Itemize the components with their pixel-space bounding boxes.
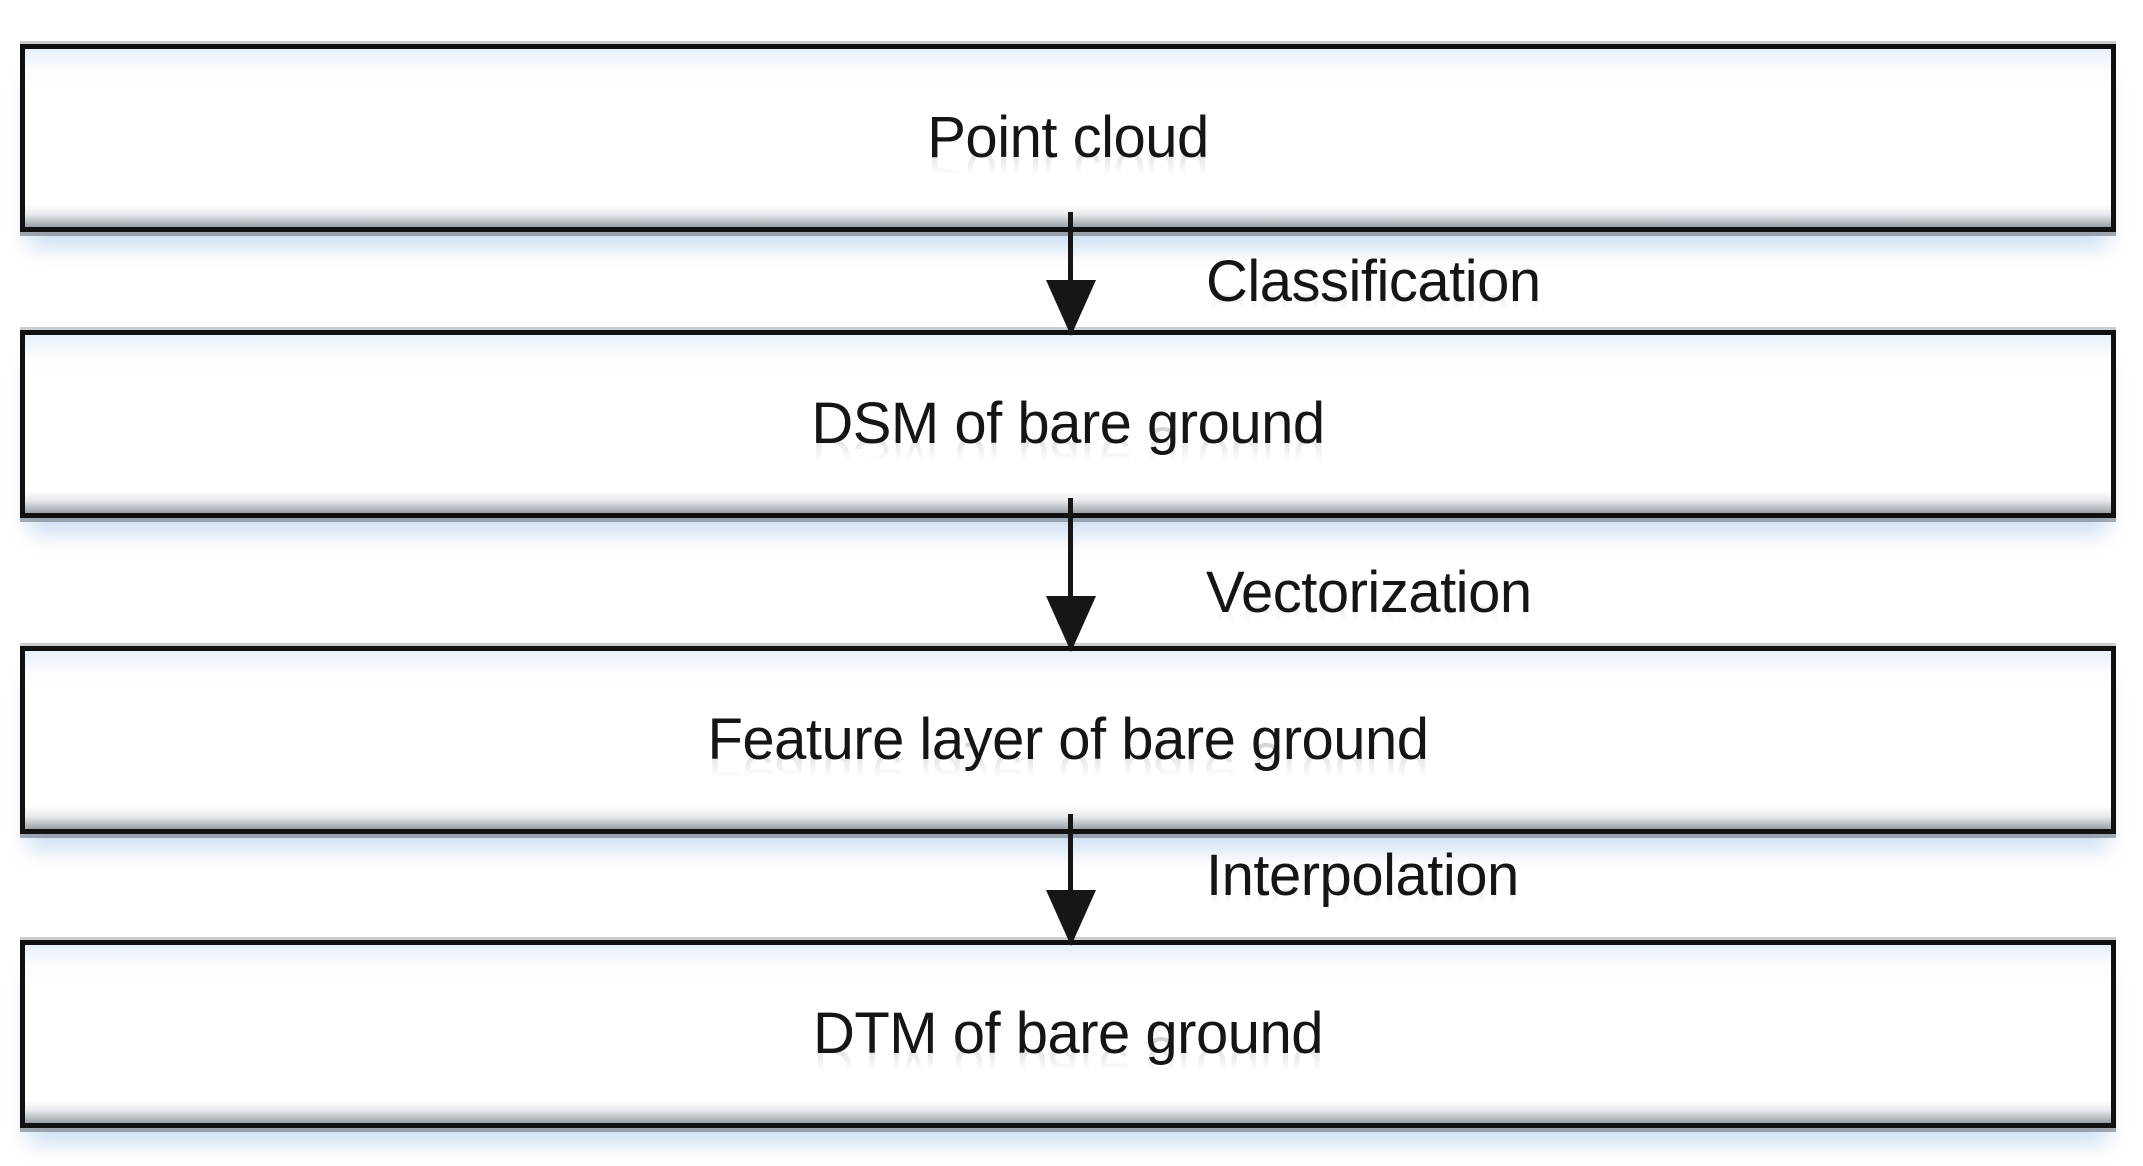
node-label: Feature layer of bare ground xyxy=(707,707,1429,773)
edge-label-vectorization: Vectorization xyxy=(1206,560,1532,625)
arrow-stem xyxy=(1068,212,1073,284)
node-feature-layer-bare-ground: Feature layer of bare ground xyxy=(20,646,2116,834)
node-label: DSM of bare ground xyxy=(811,391,1325,457)
arrow-stem xyxy=(1068,814,1073,894)
arrow-stem xyxy=(1068,498,1073,600)
arrow-down-icon xyxy=(1046,596,1096,652)
edge-label-interpolation: Interpolation xyxy=(1206,843,1519,908)
arrow-down-icon xyxy=(1046,280,1096,336)
edge-label-classification: Classification xyxy=(1206,249,1541,314)
node-label: Point cloud xyxy=(927,105,1209,171)
arrow-down-icon xyxy=(1046,890,1096,946)
node-dtm-bare-ground: DTM of bare ground xyxy=(20,940,2116,1128)
node-dsm-bare-ground: DSM of bare ground xyxy=(20,330,2116,518)
node-point-cloud: Point cloud xyxy=(20,44,2116,232)
node-label: DTM of bare ground xyxy=(812,1001,1324,1067)
